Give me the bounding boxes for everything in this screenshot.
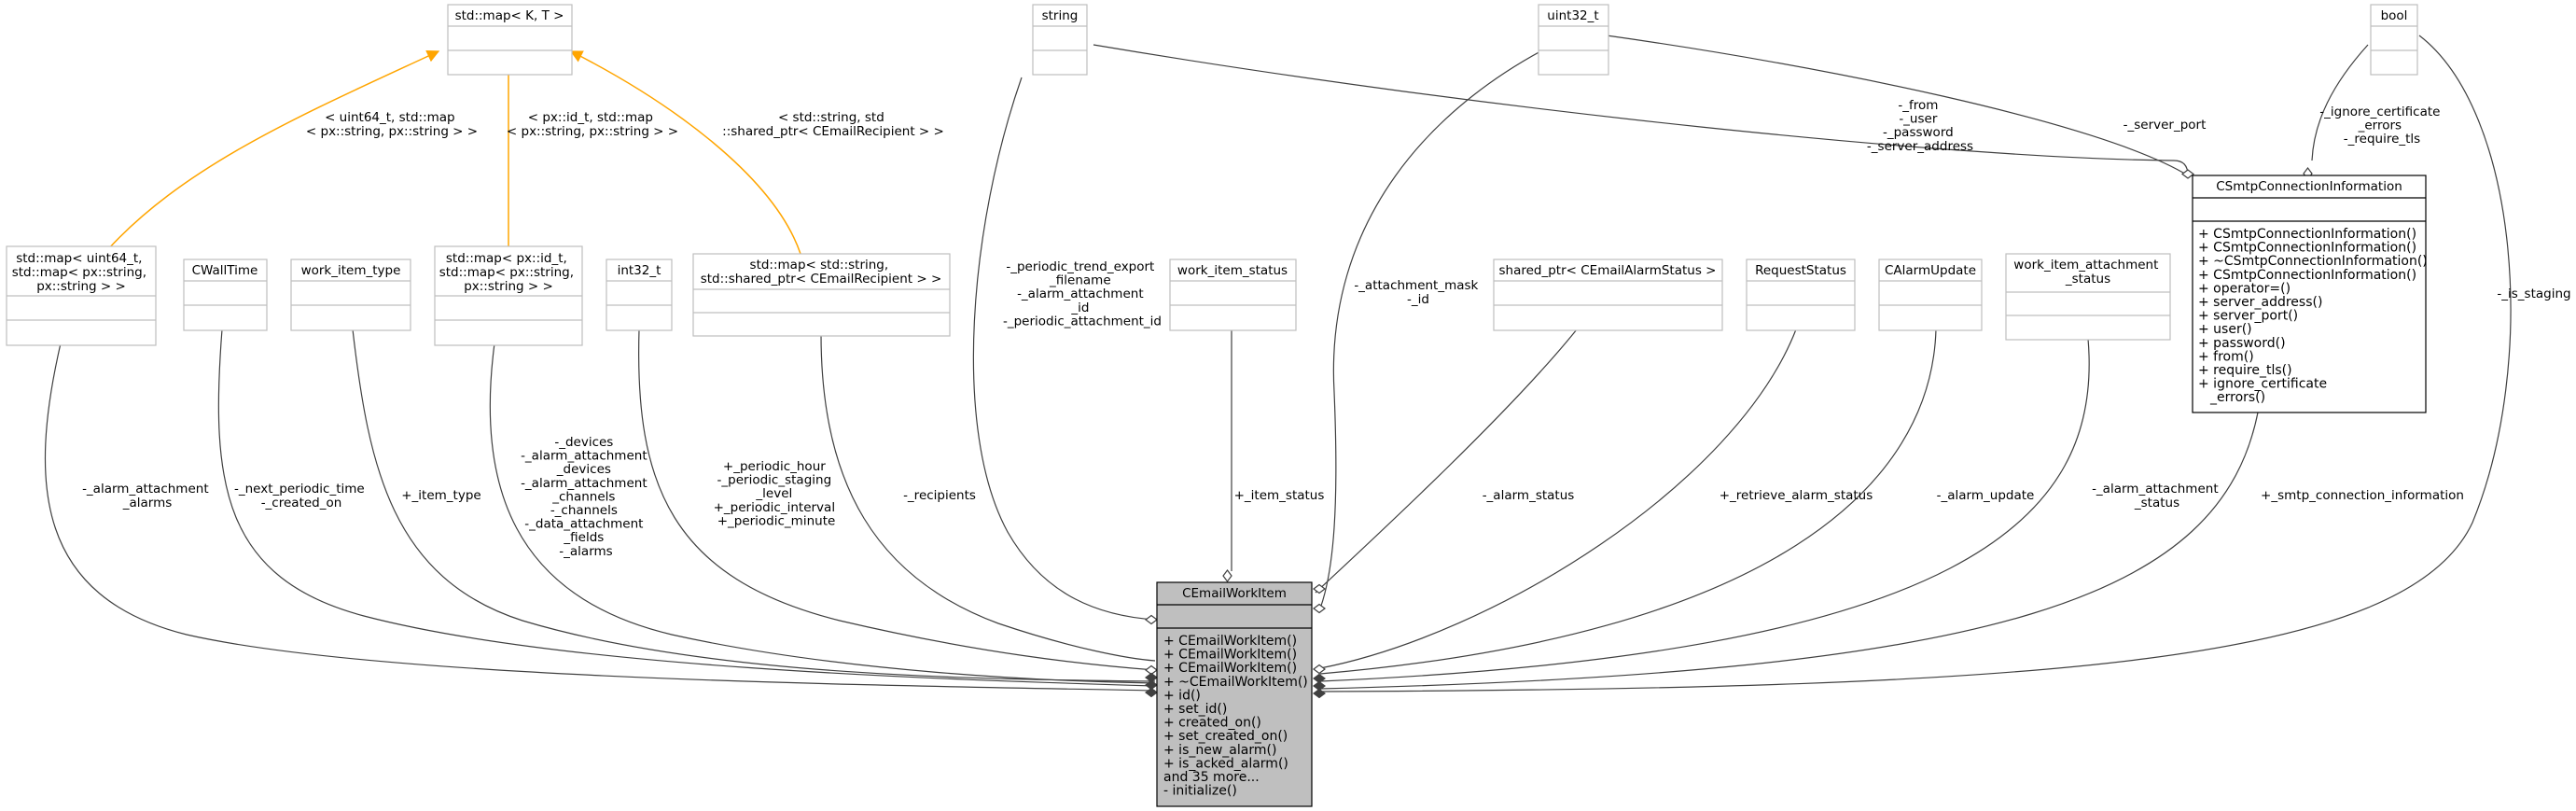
diamond-smtp-left [2181,169,2194,179]
edge-retrieve-alarm-status [1319,329,1797,669]
title-email-work-item: CEmailWorkItem [1182,586,1287,601]
edge-server-port [1606,35,2189,176]
edge-smtp-connection [1319,412,2259,690]
email-method-list: + CEmailWorkItem() + CEmailWorkItem() + … [1163,634,1312,799]
label-alarm-attachment-alarms: -_alarm_attachment _alarms [82,482,213,510]
title-cwalltime: CWallTime [192,263,258,278]
edge-attachment-mask [1319,35,1573,609]
edge-is-staging [1319,35,2512,692]
edge-labels: -_alarm_attachment _alarms -_next_period… [82,98,2571,559]
label-retrieve-alarm-status: +_retrieve_alarm_status [1720,488,1873,503]
edge-alarm-status [1315,329,1578,594]
smtp-method-list: + CSmtpConnectionInformation() + CSmtpCo… [2198,227,2431,405]
label-devices: -_devices -_alarm_attachment _devices -_… [521,435,651,559]
label-is-staging: -_is_staging [2497,287,2570,301]
diamond-right-6 [1313,688,1326,699]
title-map-recipient: std::map< std::string, std::shared_ptr< … [701,258,942,287]
association-edges [44,35,2512,692]
edge-periodic-hour [638,329,1156,671]
title-work-item-type: work_item_type [301,263,401,278]
diamond-left-2 [1145,664,1158,676]
title-bool: bool [2381,8,2408,23]
edge-next-periodic-time [217,329,1156,687]
class-box-bool [2370,4,2418,76]
diamond-top [1222,569,1232,582]
title-work-item-status: work_item_status [1177,263,1288,278]
label-alarm-update: -_alarm_update [1937,488,2035,503]
label-ignore-cert: -_ignore_certificate _errors -_require_t… [2319,105,2444,147]
template-edge-uint64 [106,49,440,251]
class-box-map-pxid [434,245,583,346]
class-box-uint32 [1538,4,1609,76]
label-item-status: +_item_status [1234,488,1325,503]
template-labels: < uint64_t, std::map < px::string, px::s… [306,110,944,139]
edge-ignore-cert [2311,44,2369,161]
label-alarm-attachment-status: -_alarm_attachment _status [2092,482,2222,510]
class-box-map-recipient [692,253,951,337]
diamond-right-1 [1313,583,1326,594]
class-box-attachment-status [2005,253,2171,341]
class-box-work-item-status [1169,259,1297,331]
diamond-left-3 [1145,672,1158,683]
label-periodic-trend: -_periodic_trend_export _filename -_alar… [1003,259,1162,329]
title-map-uint64: std::map< uint64_t, std::map< px::string… [12,251,151,294]
class-box-string [1032,4,1088,76]
class-boxes [6,4,2418,346]
title-map-pxid: std::map< px::id_t, std::map< px::string… [439,251,578,294]
label-periodic-hour: +_periodic_hour -_periodic_staging _leve… [714,459,840,528]
template-label-uint64: < uint64_t, std::map < px::string, px::s… [306,110,478,139]
edge-from-user [1093,44,2189,176]
template-label-pxid: < px::id_t, std::map < px::string, px::s… [507,110,678,139]
title-int32: int32_t [618,263,661,278]
class-box-request-status [1746,259,1856,331]
edge-periodic-trend [972,77,1156,621]
template-edge-recipient [569,50,801,255]
edge-item-type [352,329,1156,682]
diamond-left-5 [1145,687,1158,698]
title-uint32: uint32_t [1547,8,1598,23]
class-box-email-work-item [1156,581,1313,807]
label-next-periodic-time: -_next_periodic_time -_created_on [234,482,369,510]
label-from-user: -_from -_user -_password -_server_addres… [1867,98,1973,154]
edge-devices [489,343,1156,684]
label-smtp-connection: +_smtp_connection_information [2261,488,2464,503]
class-box-cwalltime [183,259,268,331]
diamond-right-2 [1313,603,1326,614]
template-edges [106,49,801,255]
diamond-right-4 [1313,673,1326,684]
label-server-port: -_server_port [2123,118,2207,133]
class-box-smtp [2192,175,2427,413]
class-box-int32 [606,259,673,331]
label-attachment-mask: -_attachment_mask -_id [1354,278,1482,307]
title-shared-alarm-status: shared_ptr< CEmailAlarmStatus > [1499,263,1717,278]
title-calarm-update: CAlarmUpdate [1885,263,1976,278]
diamond-right-5 [1313,680,1326,692]
edge-recipients [820,333,1156,662]
template-label-recipient: < std::string, std ::shared_ptr< CEmailR… [722,110,944,139]
title-smtp: CSmtpConnectionInformation [2216,179,2402,194]
class-box-shared-alarm-status [1493,259,1723,331]
title-string: string [1042,8,1079,23]
title-attachment-status: work_item_attachment _status [2013,258,2162,287]
diamond-right-3 [1313,664,1326,675]
aggregation-diamonds [1145,167,2313,699]
class-titles: std::map< K, T > string uint32_t bool st… [12,8,2408,601]
title-request-status: RequestStatus [1755,263,1846,278]
label-alarm-status: -_alarm_status [1483,488,1575,503]
class-box-work-item-type [290,259,411,331]
edge-alarm-attachment-alarms [44,343,1156,692]
class-box-map-k-t [447,4,573,76]
edge-alarm-update [1319,329,1937,675]
title-map-k-t: std::map< K, T > [455,8,564,23]
class-box-map-uint64 [6,245,157,346]
label-item-type: +_item_type [401,488,480,503]
diamond-left-4 [1145,679,1158,691]
diamond-left-1 [1145,614,1158,625]
class-box-calarm-update [1878,259,1983,331]
label-recipients: -_recipients [903,488,976,503]
edge-alarm-attachment-status [1319,338,2090,682]
